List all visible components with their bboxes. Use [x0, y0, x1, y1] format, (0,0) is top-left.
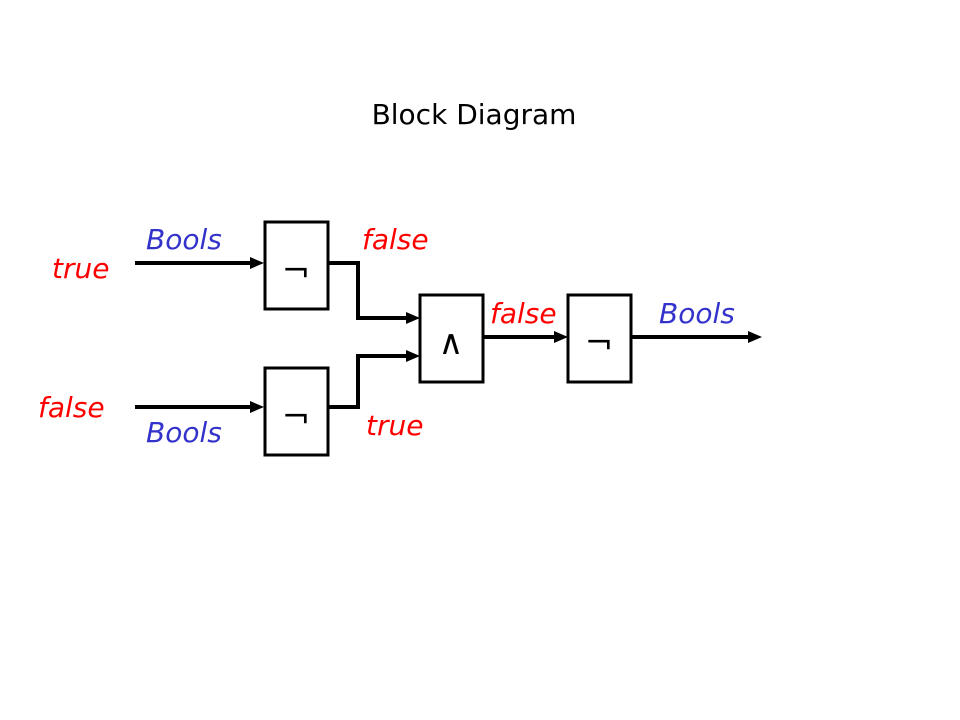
arrowhead-output	[748, 331, 762, 343]
not-gate-top-box	[263, 220, 330, 311]
arrowhead-not-output-input	[554, 331, 568, 343]
input-bottom-value-label: false	[38, 391, 105, 424]
wire-not-top-to-and	[329, 261, 410, 320]
input-top-value-label: true	[52, 252, 109, 285]
arrowhead-input-bottom	[250, 401, 264, 413]
not-symbol-icon: ¬	[282, 397, 311, 437]
and-symbol-icon: ∧	[439, 323, 464, 363]
not-gate-output-box	[566, 293, 633, 384]
and-output-value-label: false	[490, 297, 557, 330]
and-gate: ∧	[418, 293, 485, 384]
input-bottom-type-label: Bools	[146, 416, 222, 449]
not-symbol-icon: ¬	[282, 251, 311, 291]
not-gate-bottom: ¬	[263, 366, 330, 457]
arrowhead-and-input-bottom	[406, 350, 420, 362]
not-top-output-value-label: false	[362, 223, 429, 256]
wire-not-bottom-to-and	[329, 354, 410, 409]
diagram-title: Block Diagram	[372, 98, 577, 131]
output-type-label: Bools	[659, 297, 735, 330]
arrowhead-input-top	[250, 257, 264, 269]
not-gate-top: ¬	[263, 220, 330, 311]
arrowhead-and-input-top	[406, 312, 420, 324]
not-gate-bottom-box	[263, 366, 330, 457]
not-gate-output: ¬	[566, 293, 633, 384]
input-top-type-label: Bools	[146, 223, 222, 256]
and-gate-box	[418, 293, 485, 384]
not-bottom-output-value-label: true	[366, 409, 423, 442]
not-symbol-icon: ¬	[585, 323, 614, 363]
